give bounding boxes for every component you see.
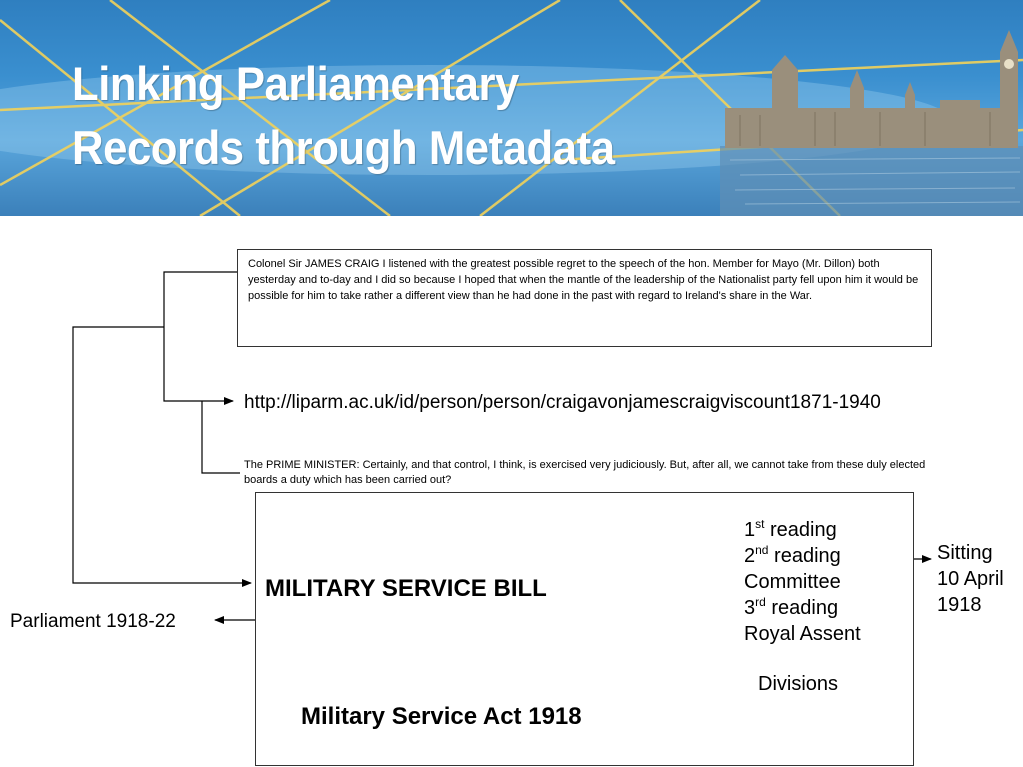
parliament-label: Parliament 1918-22: [10, 611, 176, 632]
prime-minister-quote: The PRIME MINISTER: Certainly, and that …: [244, 459, 926, 486]
bill-stages-list: 1st reading 2nd reading Committee 3rd re…: [744, 517, 861, 647]
quote-to-bill-connector: [72, 326, 252, 587]
url-to-pm-quote-connector: [201, 401, 240, 474]
sitting-label: Sitting 10 April 1918: [937, 542, 1004, 616]
stage-first-reading: 1st reading: [744, 517, 837, 541]
banner-title-line-2: Records through Metadata: [72, 121, 615, 174]
debate-quote-box: Colonel Sir JAMES CRAIG I listened with …: [237, 249, 932, 347]
person-uri: http://liparm.ac.uk/id/person/person/cra…: [244, 392, 881, 413]
header-banner: Linking Parliamentary Records through Me…: [0, 0, 1023, 216]
stage-royal-assent: Royal Assent: [744, 623, 861, 645]
divisions-label: Divisions: [758, 673, 839, 695]
banner-title-line-1: Linking Parliamentary: [72, 57, 519, 110]
bill-title: MILITARY SERVICE BILL: [265, 575, 547, 602]
quote-to-url-connector: [163, 271, 237, 405]
stage-committee: Committee: [744, 571, 841, 593]
bill-box: [255, 492, 914, 766]
act-title: Military Service Act 1918: [301, 703, 582, 730]
banner-graphic: [0, 0, 1023, 216]
stage-second-reading: 2nd reading: [744, 543, 841, 567]
stage-third-reading: 3rd reading: [744, 595, 839, 619]
debate-quote-text: Colonel Sir JAMES CRAIG I listened with …: [248, 258, 919, 302]
